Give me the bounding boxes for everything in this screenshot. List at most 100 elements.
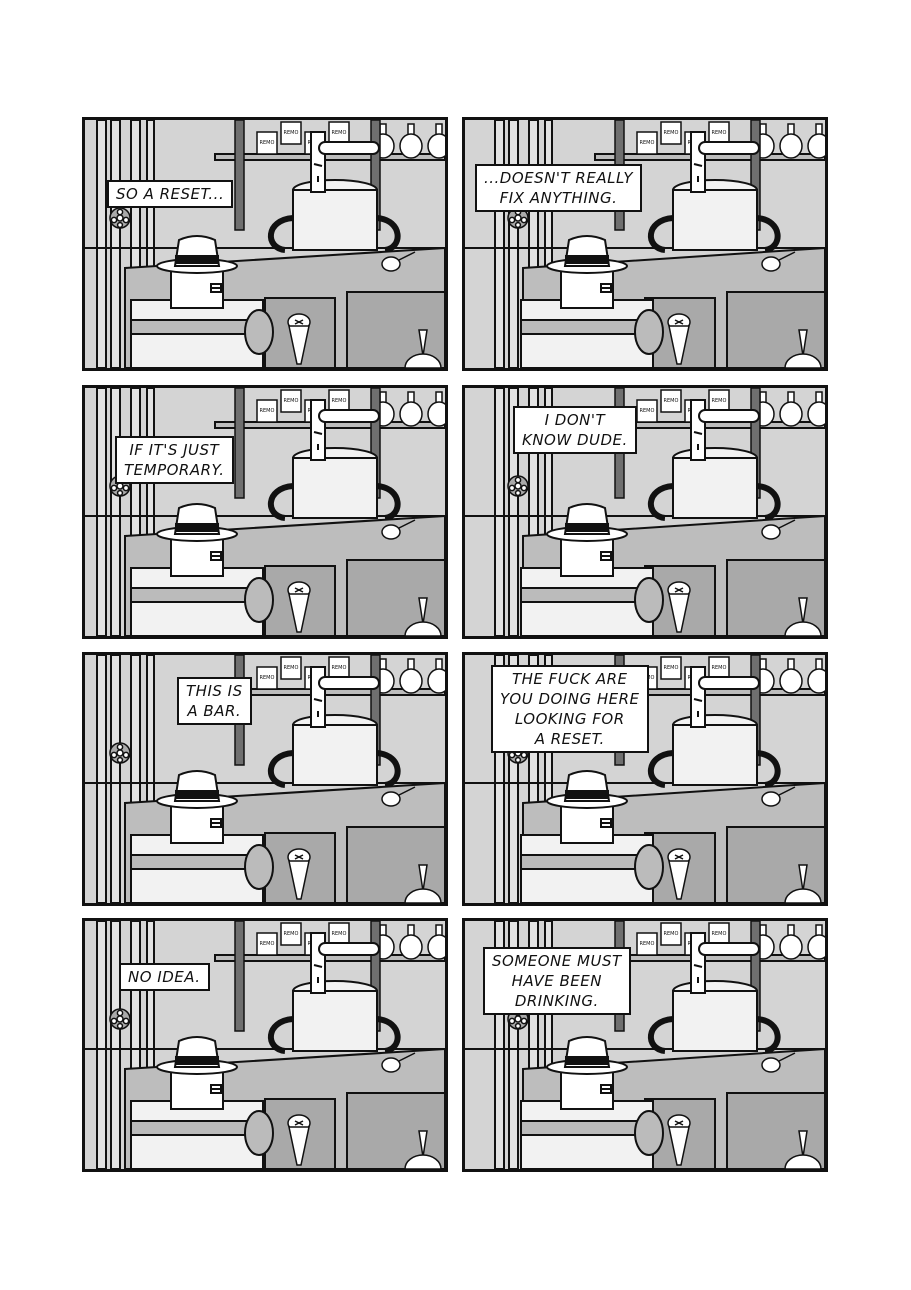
oil-can-icon xyxy=(761,251,796,272)
screw-icon xyxy=(287,1114,311,1166)
oil-can-icon xyxy=(381,251,416,272)
drill-bit-icon xyxy=(784,864,822,903)
bottle-icon xyxy=(399,658,423,694)
svg-text:REMO: REMO xyxy=(332,398,347,404)
screw-icon xyxy=(287,581,311,633)
speech-bubble: SO A RESET... xyxy=(107,180,234,208)
can-icon: REMO xyxy=(708,922,730,946)
svg-text:REMO: REMO xyxy=(260,408,275,414)
speech-bubble: NO IDEA. xyxy=(119,963,210,991)
oil-can-icon xyxy=(761,1052,796,1073)
drill-bit-icon xyxy=(404,864,442,903)
svg-text:REMO: REMO xyxy=(664,398,679,404)
bartender-robot xyxy=(267,932,401,1054)
can-icon: REMO xyxy=(328,389,350,413)
can-icon: REMO xyxy=(660,121,682,145)
can-icon: REMO xyxy=(280,656,302,680)
can-icon: REMO xyxy=(256,131,278,155)
hat-robot xyxy=(520,798,664,903)
can-icon: REMO xyxy=(708,389,730,413)
bartender-robot xyxy=(647,932,781,1054)
bartender-robot xyxy=(267,131,401,253)
svg-text:REMO: REMO xyxy=(260,140,275,146)
bottle-icon xyxy=(807,123,825,159)
speech-bubble: SOMEONE MUST HAVE BEEN DRINKING. xyxy=(483,947,631,1015)
svg-text:REMO: REMO xyxy=(664,130,679,136)
can-icon: REMO xyxy=(660,389,682,413)
screw-icon xyxy=(667,581,691,633)
bartender-robot xyxy=(647,666,781,788)
wall-pipes xyxy=(494,655,553,903)
svg-text:REMO: REMO xyxy=(284,398,299,404)
valve-icon xyxy=(507,475,529,497)
hat-robot xyxy=(520,263,664,368)
panel-art: REMO REMO REMO REMO xyxy=(85,120,445,368)
can-icon: REMO xyxy=(660,656,682,680)
svg-text:REMO: REMO xyxy=(284,665,299,671)
comic-panel-4: REMO REMO REMO REMO xyxy=(462,385,828,639)
bottle-icon xyxy=(399,123,423,159)
bottle-icon xyxy=(807,658,825,694)
speech-bubble: IF IT'S JUST TEMPORARY. xyxy=(115,436,234,484)
drill-bit-icon xyxy=(784,329,822,368)
can-icon: REMO xyxy=(256,932,278,956)
can-icon: REMO xyxy=(636,399,658,423)
wall-pipes xyxy=(96,921,155,1169)
fedora-icon xyxy=(546,503,628,542)
bottle-icon xyxy=(427,391,445,427)
svg-text:REMO: REMO xyxy=(664,665,679,671)
bottle-icon xyxy=(807,391,825,427)
speech-bubble: ...DOESN'T REALLY FIX ANYTHING. xyxy=(475,164,643,212)
bottle-icon xyxy=(399,391,423,427)
bottle-icon xyxy=(779,391,803,427)
can-icon: REMO xyxy=(636,131,658,155)
bottle-icon xyxy=(427,123,445,159)
can-icon: REMO xyxy=(660,922,682,946)
bottle-icon xyxy=(779,658,803,694)
can-icon: REMO xyxy=(280,121,302,145)
svg-text:REMO: REMO xyxy=(332,665,347,671)
hat-robot xyxy=(520,1064,664,1169)
bartender-robot xyxy=(267,666,401,788)
comic-panel-5: REMO REMO REMO REMO xyxy=(82,652,448,906)
comic-panel-8: REMO REMO REMO REMO xyxy=(462,918,828,1172)
svg-text:REMO: REMO xyxy=(332,931,347,937)
svg-text:REMO: REMO xyxy=(260,675,275,681)
screw-icon xyxy=(667,1114,691,1166)
bottle-icon xyxy=(427,658,445,694)
can-icon: REMO xyxy=(708,121,730,145)
fedora-icon xyxy=(546,235,628,274)
fedora-icon xyxy=(156,1036,238,1075)
svg-text:REMO: REMO xyxy=(284,130,299,136)
svg-text:REMO: REMO xyxy=(284,931,299,937)
oil-can-icon xyxy=(381,1052,416,1073)
fedora-icon xyxy=(156,503,238,542)
panel-art: REMO REMO REMO REMO xyxy=(465,921,825,1169)
oil-can-icon xyxy=(381,786,416,807)
can-icon: REMO xyxy=(328,922,350,946)
bartender-robot xyxy=(267,399,401,521)
svg-text:REMO: REMO xyxy=(332,130,347,136)
drill-bit-icon xyxy=(784,1130,822,1169)
comic-panel-1: REMO REMO REMO REMO xyxy=(82,117,448,371)
bottle-icon xyxy=(779,924,803,960)
bottle-icon xyxy=(807,924,825,960)
svg-text:REMO: REMO xyxy=(712,130,727,136)
hat-robot xyxy=(130,531,274,636)
oil-can-icon xyxy=(381,519,416,540)
fedora-icon xyxy=(156,235,238,274)
can-icon: REMO xyxy=(708,656,730,680)
bottle-icon xyxy=(779,123,803,159)
panel-art: REMO REMO REMO REMO xyxy=(85,921,445,1169)
wall-pipes xyxy=(494,120,553,368)
svg-text:REMO: REMO xyxy=(712,931,727,937)
valve-icon xyxy=(109,207,131,229)
svg-text:REMO: REMO xyxy=(640,140,655,146)
comic-panel-3: REMO REMO REMO REMO xyxy=(82,385,448,639)
wall-pipes xyxy=(96,655,155,903)
can-icon: REMO xyxy=(328,121,350,145)
valve-icon xyxy=(109,1008,131,1030)
can-icon: REMO xyxy=(636,932,658,956)
bottle-icon xyxy=(399,924,423,960)
svg-text:REMO: REMO xyxy=(260,941,275,947)
